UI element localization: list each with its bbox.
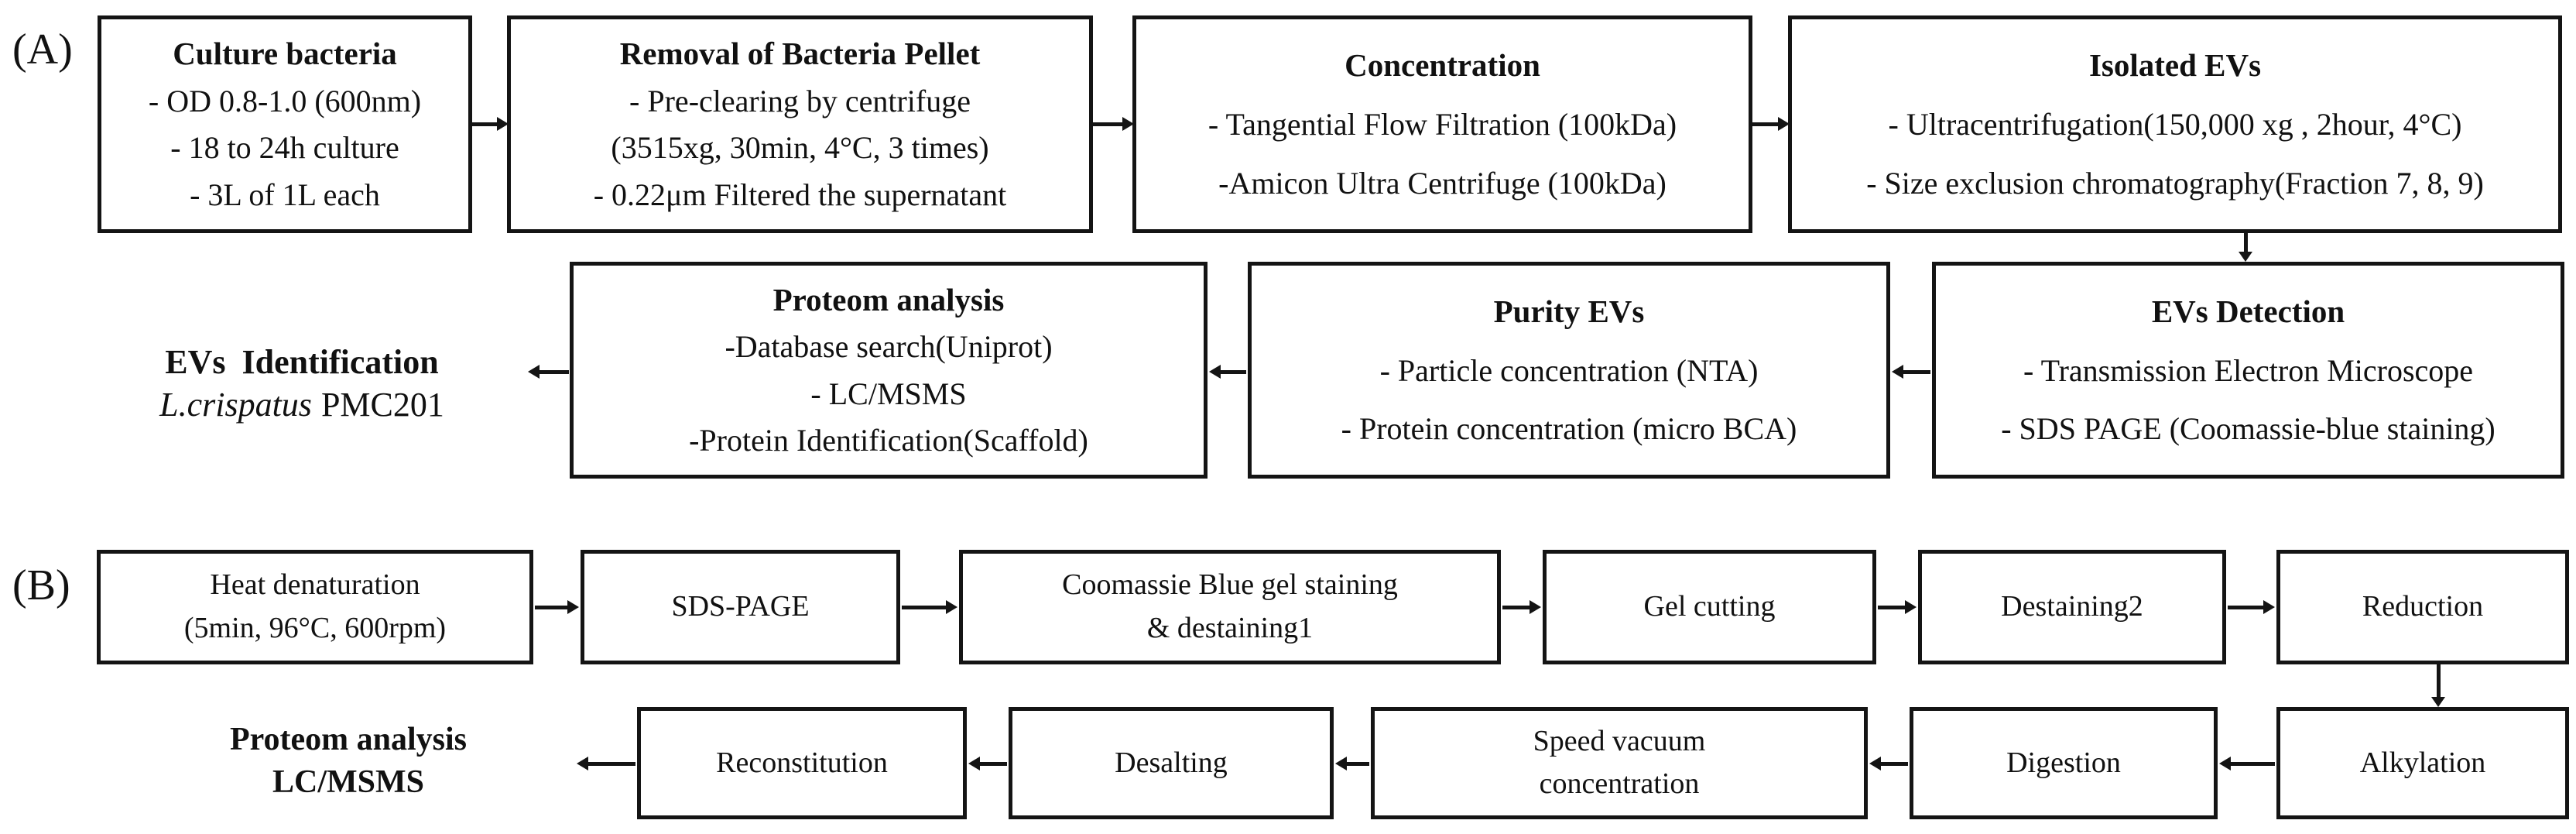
box-title: Removal of Bacteria Pellet	[619, 35, 981, 71]
box-line: - Pre-clearing by centrifuge	[629, 83, 971, 118]
step-box-reconstitution: Reconstitution	[637, 707, 967, 819]
flow-arrow-left-icon	[528, 365, 569, 379]
box-line: - Size exclusion chromatography(Fraction…	[1866, 166, 2484, 201]
flow-arrow-down-icon	[2239, 233, 2252, 262]
box-title: Proteom analysis	[772, 281, 1005, 317]
box-line: Alkylation	[2359, 746, 2486, 779]
flow-arrow-left-icon	[1335, 757, 1369, 771]
flow-arrow-left-icon	[2219, 757, 2275, 771]
box-title: Purity EVs	[1493, 293, 1645, 329]
flow-arrow-right-icon	[902, 600, 957, 614]
box-line: Coomassie Blue gel staining	[1062, 568, 1398, 601]
result-line: LC/MSMS	[272, 764, 424, 800]
box-title: Concentration	[1345, 46, 1540, 83]
box-line: - 18 to 24h culture	[170, 130, 399, 166]
flow-arrow-left-icon	[968, 757, 1007, 771]
strain-name: PMC201	[320, 386, 444, 424]
box-line: - Tangential Flow Filtration (100kDa)	[1208, 107, 1677, 142]
step-box-gel-cutting: Gel cutting	[1543, 550, 1876, 664]
flow-arrow-right-icon	[472, 117, 509, 131]
step-box-removal-bacteria-pellet: Removal of Bacteria Pellet - Pre-clearin…	[507, 15, 1093, 233]
box-line: & destaining1	[1146, 612, 1314, 645]
step-box-culture-bacteria: Culture bacteria - OD 0.8-1.0 (600nm) - …	[98, 15, 472, 233]
flow-arrow-right-icon	[1502, 600, 1541, 614]
box-line: Heat denaturation	[210, 568, 420, 601]
box-line: - LC/MSMS	[810, 376, 967, 411]
step-box-proteom-analysis: Proteom analysis -Database search(Unipro…	[570, 262, 1208, 479]
flow-arrow-right-icon	[535, 600, 579, 614]
step-box-desalting: Desalting	[1009, 707, 1334, 819]
step-box-speed-vacuum-concentration: Speed vacuum concentration	[1371, 707, 1868, 819]
box-line: Gel cutting	[1643, 590, 1776, 623]
box-title: EVs Detection	[2151, 293, 2345, 329]
box-line: -Protein Identification(Scaffold)	[689, 423, 1088, 458]
step-box-evs-detection: EVs Detection - Transmission Electron Mi…	[1932, 262, 2564, 479]
step-box-destaining2: Destaining2	[1918, 550, 2226, 664]
box-line: - Protein concentration (micro BCA)	[1341, 411, 1797, 447]
box-line: Desalting	[1115, 746, 1228, 779]
panel-b-label: (B)	[12, 561, 70, 609]
step-box-alkylation: Alkylation	[2276, 707, 2569, 819]
step-box-purity-evs: Purity EVs - Particle concentration (NTA…	[1248, 262, 1890, 479]
box-line: - 3L of 1L each	[190, 177, 380, 213]
box-line: - Particle concentration (NTA)	[1379, 352, 1759, 388]
box-line: - SDS PAGE (Coomassie-blue staining)	[2001, 411, 2496, 447]
box-line: Speed vacuum	[1533, 724, 1706, 757]
step-box-reduction: Reduction	[2276, 550, 2569, 664]
flow-arrow-down-icon	[2431, 664, 2445, 707]
box-line: -Amicon Ultra Centrifuge (100kDa)	[1218, 166, 1667, 201]
flow-arrow-right-icon	[1752, 117, 1790, 131]
step-box-digestion: Digestion	[1910, 707, 2218, 819]
step-box-concentration: Concentration - Tangential Flow Filtrati…	[1132, 15, 1752, 233]
box-line: - Ultracentrifugation(150,000 xg , 2hour…	[1888, 107, 2462, 142]
box-line: - 0.22μm Filtered the supernatant	[593, 177, 1007, 213]
box-line: -Database search(Uniprot)	[724, 329, 1053, 365]
flow-arrow-right-icon	[1878, 600, 1917, 614]
panel-a-label: (A)	[12, 26, 73, 74]
box-line: Destaining2	[2001, 590, 2143, 623]
step-box-heat-denaturation: Heat denaturation (5min, 96°C, 600rpm)	[97, 550, 533, 664]
box-line: Reconstitution	[716, 746, 888, 779]
step-box-coomassie-staining: Coomassie Blue gel staining & destaining…	[959, 550, 1501, 664]
box-line: concentration	[1539, 767, 1700, 801]
result-line: Proteom analysis	[229, 722, 468, 757]
result-title: EVs Identification	[165, 343, 439, 381]
box-line: (5min, 96°C, 600rpm)	[183, 612, 447, 645]
flow-arrow-left-icon	[1869, 757, 1908, 771]
flow-arrow-right-icon	[2228, 600, 2275, 614]
box-title: Isolated EVs	[2088, 46, 2262, 83]
box-line: - OD 0.8-1.0 (600nm)	[148, 83, 422, 118]
flow-arrow-left-icon	[1209, 365, 1246, 379]
box-line: (3515xg, 30min, 4°C, 3 times)	[611, 130, 989, 166]
box-line: Digestion	[2006, 746, 2121, 779]
flow-arrow-right-icon	[1093, 117, 1134, 131]
step-box-isolated-evs: Isolated EVs - Ultracentrifugation(150,0…	[1788, 15, 2562, 233]
box-line: Reduction	[2362, 590, 2484, 623]
species-name: L.crispatus	[159, 386, 312, 424]
box-line: - Transmission Electron Microscope	[2023, 352, 2474, 388]
flow-arrow-left-icon	[577, 757, 635, 771]
flow-arrow-left-icon	[1892, 365, 1930, 379]
step-box-sds-page: SDS-PAGE	[581, 550, 900, 664]
box-title: Culture bacteria	[173, 35, 397, 71]
proteom-analysis-result: Proteom analysis LC/MSMS	[178, 719, 519, 803]
box-line: SDS-PAGE	[671, 590, 810, 623]
